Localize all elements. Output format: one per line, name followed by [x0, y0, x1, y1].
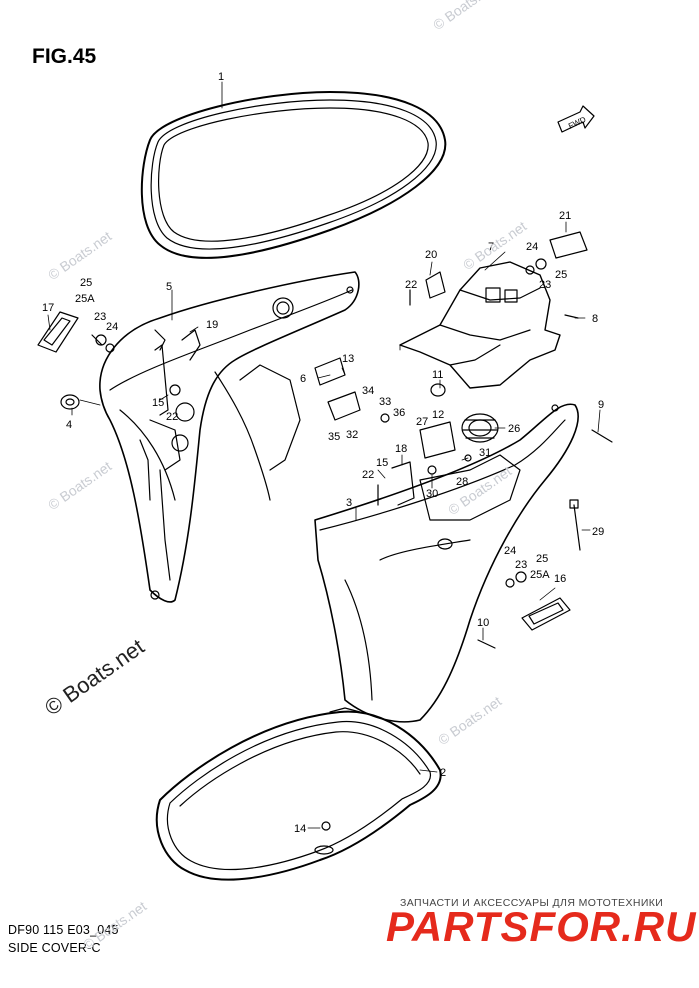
callout-22a: 22: [166, 411, 178, 423]
callout-25c: 25: [536, 553, 548, 565]
part-16-handle: [521, 597, 571, 631]
bracket-7: [399, 261, 561, 389]
callout-13: 13: [342, 353, 354, 365]
part-17-handle: [37, 311, 79, 353]
callout-labels: 1 2 3 4 5 6 7 8 9 10 11 12 13 14 15 15 1…: [42, 71, 604, 835]
callout-1: 1: [218, 71, 224, 83]
callout-17: 17: [42, 302, 54, 314]
shop-tagline: ЗАПЧАСТИ И АКСЕССУАРЫ ДЛЯ МОТОТЕХНИКИ: [400, 897, 664, 909]
callout-31: 31: [479, 447, 491, 459]
part-21-plate: [549, 231, 588, 259]
callout-20: 20: [425, 249, 437, 261]
part-26-grommet: [461, 413, 499, 443]
callout-16: 16: [554, 573, 566, 585]
callout-26: 26: [508, 423, 520, 435]
callout-15b: 15: [376, 457, 388, 469]
model-code: DF90 115 E03_045: [8, 923, 119, 937]
callout-24b: 24: [526, 241, 538, 253]
part-12-grommet: [430, 383, 446, 397]
part-29-tie: [569, 499, 581, 551]
shop-logo: PARTSFOR.RU: [386, 903, 697, 950]
callout-14: 14: [294, 823, 306, 835]
callout-21: 21: [559, 210, 571, 222]
callout-18: 18: [395, 443, 407, 455]
callout-4: 4: [66, 419, 72, 431]
callout-35: 35: [328, 431, 340, 443]
callout-19: 19: [206, 319, 218, 331]
callout-25b: 25: [555, 269, 567, 281]
callout-34: 34: [362, 385, 374, 397]
callout-8: 8: [592, 313, 598, 325]
callout-23c: 23: [515, 559, 527, 571]
section-name: SIDE COVER-C: [8, 941, 101, 955]
callout-25A-b: 25A: [530, 569, 550, 581]
callout-11: 11: [432, 369, 443, 381]
callout-29: 29: [592, 526, 604, 538]
callout-24a: 24: [106, 321, 118, 333]
callout-7: 7: [488, 241, 494, 253]
callout-25A-a: 25A: [75, 293, 95, 305]
side-cover-left: [99, 271, 360, 603]
clips: [154, 271, 456, 506]
callout-15a: 15: [152, 397, 164, 409]
callout-24c: 24: [504, 545, 516, 557]
callout-23a: 23: [94, 311, 106, 323]
washers-nuts: [95, 258, 547, 831]
figure-title: FIG.45: [32, 45, 97, 68]
callout-23b: 23: [539, 279, 551, 291]
callout-25a: 25: [80, 277, 92, 289]
bolts: [91, 289, 613, 649]
callout-2: 2: [440, 767, 446, 779]
fwd-arrow-icon: [557, 105, 595, 133]
callout-6: 6: [300, 373, 306, 385]
callout-32: 32: [346, 429, 358, 441]
callout-5: 5: [166, 281, 172, 293]
callout-33: 33: [379, 396, 391, 408]
callout-12: 12: [432, 409, 444, 421]
callout-22c: 22: [362, 469, 374, 481]
side-cover-right: [314, 403, 579, 723]
part-4-grommet: [60, 394, 80, 410]
callout-27: 27: [416, 416, 428, 428]
callout-10: 10: [477, 617, 489, 629]
callout-30: 30: [426, 488, 438, 500]
callout-3: 3: [346, 497, 352, 509]
leader-lines: [47, 81, 601, 829]
bottom-seal: [155, 707, 442, 881]
callout-36: 36: [393, 407, 405, 419]
callout-9: 9: [598, 399, 604, 411]
top-seal-ring: [140, 91, 447, 259]
callout-28: 28: [456, 476, 468, 488]
callout-22b: 22: [405, 279, 417, 291]
